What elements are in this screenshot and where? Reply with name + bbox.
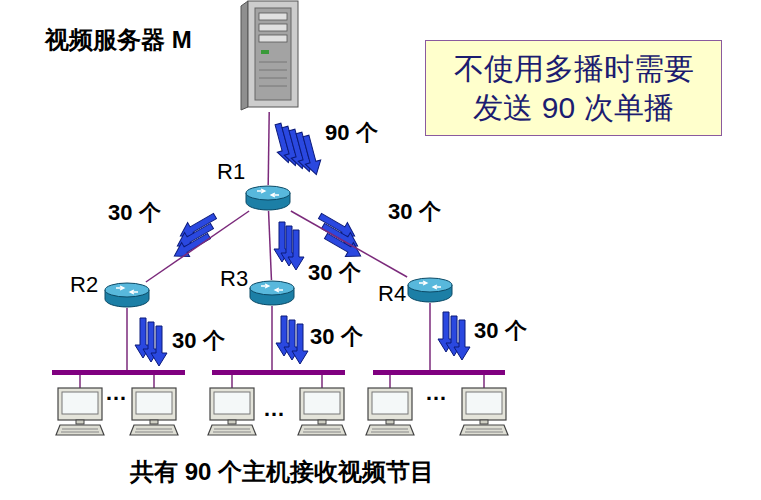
router-label: R3 [220,266,248,292]
router-icon [249,280,295,306]
callout-text: 不使用多播时需要 发送 90 次单播 [440,49,707,127]
router-label: R4 [378,281,406,307]
router: R1 [245,185,291,211]
network-link [269,211,272,280]
lan-wire [127,303,430,370]
packet-count: 30 个 [310,322,363,352]
router: R3 [249,280,295,306]
router-arrows [257,189,279,197]
packet-count: 30 个 [308,258,361,288]
ellipsis: … [105,380,127,406]
packet-count: 30 个 [172,326,225,356]
router-icon [407,277,453,303]
caption: 共有 90 个主机接收视频节目 [130,456,434,488]
network-link [268,112,269,185]
router-label: R1 [217,159,245,185]
router-arrows [116,286,138,294]
router: R2 [104,282,150,308]
server-label: 视频服务器 M [45,24,310,56]
router-top [250,281,294,295]
packet-count: 30 个 [388,197,441,227]
packet-count: 30 个 [474,316,527,346]
router-top [408,278,452,292]
unicast-arrows [135,122,470,366]
packet-count: 90 个 [325,118,378,148]
router-top [105,283,149,297]
ellipsis: … [263,396,285,422]
router-icon [104,282,150,308]
router-arrows [261,284,283,292]
router-icon [245,185,291,211]
router: R4 [407,277,453,303]
callout-box: 不使用多播时需要 发送 90 次单播 [425,40,722,136]
router-label: R2 [70,272,98,298]
lan-bar [52,370,505,375]
router-top [246,186,290,200]
packet-count: 30 个 [108,198,161,228]
router-arrows [419,281,441,289]
host-drop [80,375,484,388]
server-icon [241,1,298,110]
ellipsis: … [425,380,447,406]
video-server: 视频服务器 M [40,0,310,112]
